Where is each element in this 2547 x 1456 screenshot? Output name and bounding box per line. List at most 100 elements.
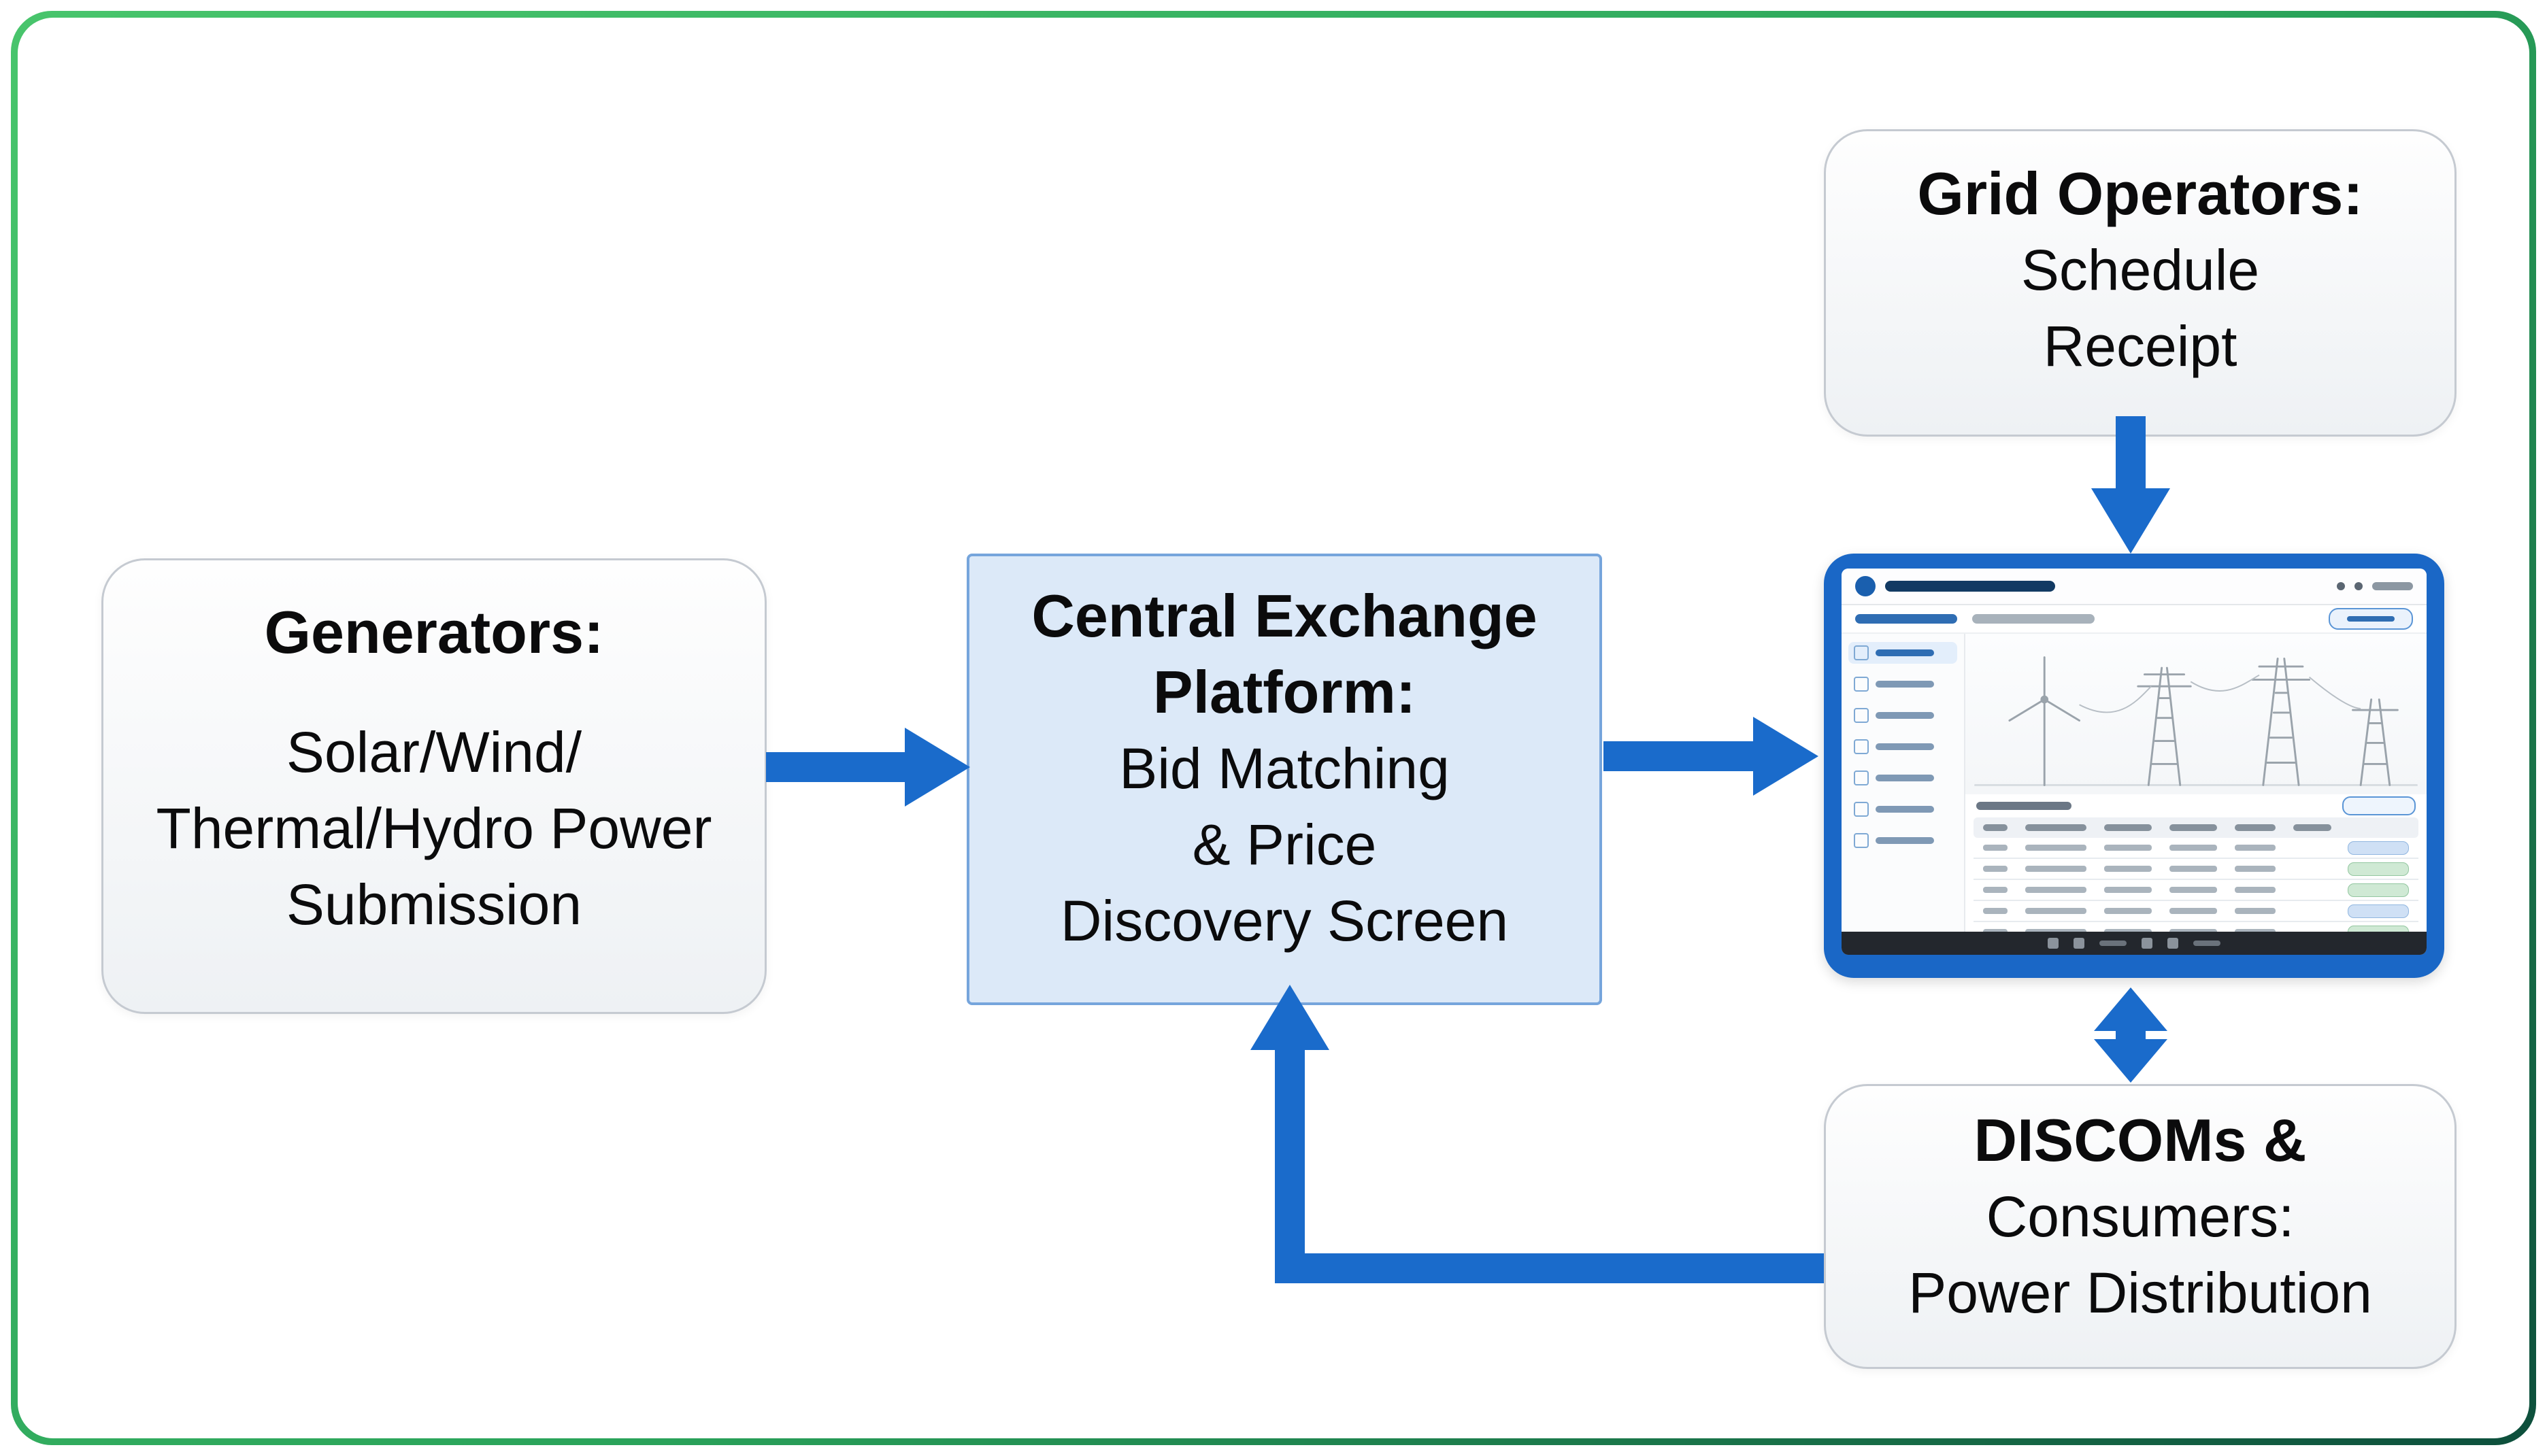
menu-label-placeholder xyxy=(1876,775,1934,781)
app-sidebar xyxy=(1842,634,1965,932)
generators-box: Generators: Solar/Wind/ Thermal/Hydro Po… xyxy=(101,558,767,1014)
central-exchange-platform-box: Central Exchange Platform: Bid Matching … xyxy=(967,554,1602,1005)
arrow-head-up-icon xyxy=(2094,987,2167,1031)
wind-turbine-and-towers-illustration xyxy=(1974,656,2418,786)
grid-operators-title: Grid Operators: xyxy=(1917,160,2363,227)
central-title-line-1: Central Exchange xyxy=(1031,582,1537,649)
central-title-line-2: Platform: xyxy=(1152,658,1416,726)
arrow-head-right-icon xyxy=(905,728,970,807)
arrow-shaft-vertical xyxy=(1275,1047,1305,1283)
taskbar-text-placeholder xyxy=(2099,941,2127,946)
cell-placeholder xyxy=(2235,845,2276,851)
central-line-2: & Price xyxy=(1192,813,1377,877)
generators-gap xyxy=(103,671,765,714)
menu-label-placeholder xyxy=(1876,649,1934,656)
cell-placeholder xyxy=(2169,845,2217,851)
table-row xyxy=(1974,901,2418,922)
discoms-title: DISCOMs & xyxy=(1974,1106,2307,1174)
menu-icon xyxy=(1854,739,1869,754)
taskbar-app-icon xyxy=(2048,938,2059,949)
arrow-shaft xyxy=(1603,741,1754,771)
arrow-shaft xyxy=(766,752,909,782)
central-line-3: Discovery Screen xyxy=(1060,889,1509,953)
bids-data-table xyxy=(1965,817,2427,942)
power-infrastructure-illustration xyxy=(1965,634,2427,794)
discoms-line-1: Consumers: xyxy=(1986,1185,2295,1249)
generators-line-3: Submission xyxy=(286,873,582,936)
app-header-bar xyxy=(1842,569,2427,605)
table-section-header xyxy=(1965,794,2427,817)
nav-tab-active-placeholder xyxy=(1855,614,1957,624)
cell-placeholder xyxy=(1983,866,2008,872)
sidebar-item xyxy=(1848,798,1957,820)
column-header-placeholder xyxy=(1983,824,2008,831)
menu-label-placeholder xyxy=(1876,712,1934,719)
generators-title: Generators: xyxy=(264,598,604,666)
sidebar-item xyxy=(1848,830,1957,851)
sidebar-item xyxy=(1848,705,1957,726)
arrow-head-right-icon xyxy=(1753,717,1818,796)
taskbar-app-icon xyxy=(2167,938,2178,949)
app-subnav-bar xyxy=(1842,605,2427,634)
menu-icon xyxy=(1854,645,1869,660)
arrow-shaft xyxy=(2116,416,2146,492)
user-avatar-icon xyxy=(2354,582,2363,590)
grid-operators-box: Grid Operators: Schedule Receipt xyxy=(1824,129,2457,437)
column-header-placeholder xyxy=(2293,824,2331,831)
button-label-placeholder xyxy=(2347,616,2395,622)
table-row xyxy=(1974,880,2418,901)
arrow-head-up-icon xyxy=(1250,985,1329,1050)
column-header-placeholder xyxy=(2235,824,2276,831)
primary-action-button xyxy=(2329,608,2413,630)
nav-tab-placeholder xyxy=(1972,614,2095,624)
arrow-shaft-horizontal xyxy=(1275,1253,1824,1283)
grid-operators-line-1: Schedule xyxy=(2020,238,2260,302)
sidebar-item xyxy=(1848,673,1957,695)
table-header-row xyxy=(1974,817,2418,838)
cell-placeholder xyxy=(2025,887,2086,893)
app-main-area xyxy=(1842,634,2427,939)
arrow-head-down-icon xyxy=(2094,1039,2167,1083)
tablet-screenshot xyxy=(1824,554,2444,978)
column-header-placeholder xyxy=(2104,824,2152,831)
cell-placeholder xyxy=(2169,866,2217,872)
row-action-button xyxy=(2348,841,2409,855)
app-title-placeholder xyxy=(1885,581,2055,592)
row-action-button xyxy=(2348,883,2409,897)
row-action-button xyxy=(2348,862,2409,876)
cell-placeholder xyxy=(2025,866,2086,872)
app-content xyxy=(1965,634,2427,939)
menu-icon xyxy=(1854,771,1869,785)
header-text-placeholder xyxy=(2372,582,2413,590)
cell-placeholder xyxy=(1983,845,2008,851)
tablet-screen xyxy=(1842,569,2427,955)
table-row xyxy=(1974,838,2418,859)
central-line-1: Bid Matching xyxy=(1119,737,1450,800)
menu-label-placeholder xyxy=(1876,681,1934,688)
menu-label-placeholder xyxy=(1876,743,1934,750)
sidebar-item xyxy=(1848,767,1957,789)
cell-placeholder xyxy=(2025,845,2086,851)
column-header-placeholder xyxy=(2169,824,2217,831)
taskbar-app-icon xyxy=(2142,938,2152,949)
menu-icon xyxy=(1854,708,1869,723)
discoms-box: DISCOMs & Consumers: Power Distribution xyxy=(1824,1084,2457,1369)
table-row xyxy=(1974,859,2418,880)
cell-placeholder xyxy=(2104,845,2152,851)
filter-button xyxy=(2342,796,2416,815)
cell-placeholder xyxy=(2104,887,2152,893)
taskbar-clock-placeholder xyxy=(2193,941,2220,946)
menu-icon xyxy=(1854,802,1869,817)
section-title-placeholder xyxy=(1976,802,2071,810)
cell-placeholder xyxy=(2104,908,2152,914)
grid-operators-line-2: Receipt xyxy=(2043,314,2237,378)
sidebar-item xyxy=(1848,736,1957,758)
discoms-line-2: Power Distribution xyxy=(1908,1261,2372,1325)
cell-placeholder xyxy=(1983,887,2008,893)
cell-placeholder xyxy=(1983,908,2008,914)
generators-line-1: Solar/Wind/ xyxy=(286,720,582,784)
taskbar xyxy=(1842,932,2427,955)
taskbar-app-icon xyxy=(2074,938,2084,949)
arrow-head-down-icon xyxy=(2091,488,2170,554)
generators-line-2: Thermal/Hydro Power xyxy=(156,796,712,860)
